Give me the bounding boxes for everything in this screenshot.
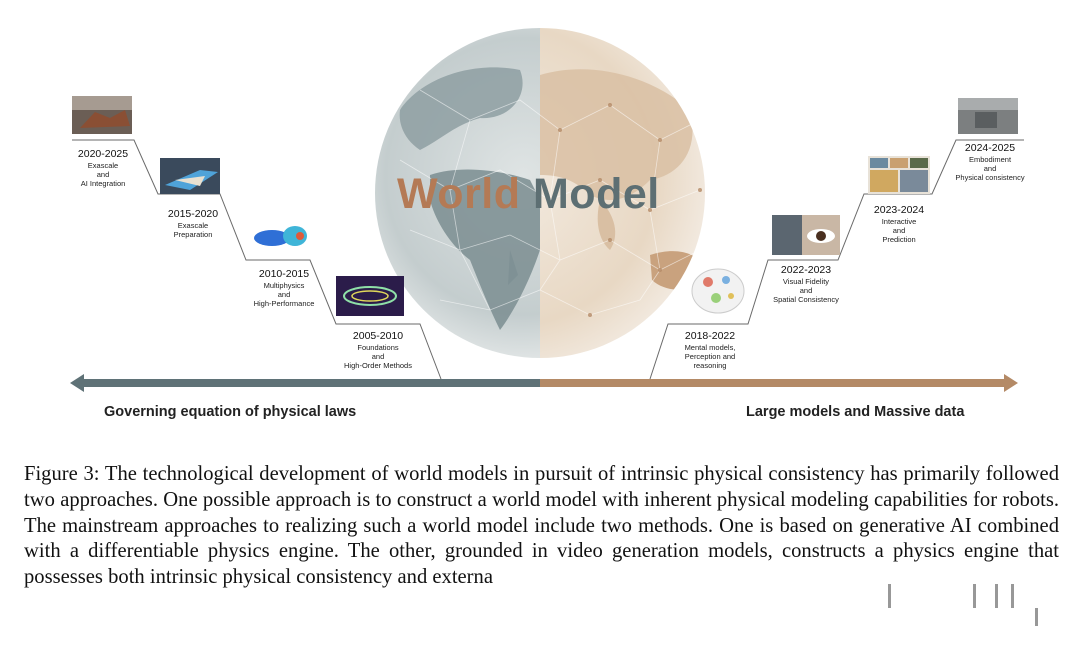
milestone-desc: Exascale and AI Integration bbox=[80, 160, 126, 188]
milestone-desc: Foundations and High-Order Methods bbox=[344, 342, 412, 370]
right-arrow-shaft bbox=[540, 379, 1006, 387]
left-arrow-head bbox=[70, 374, 84, 392]
milestone-2020-2025: 2020-2025 Exascale and AI Integration bbox=[58, 148, 148, 188]
center-title: World Model bbox=[397, 170, 660, 219]
milestone-desc: Mental models, Perception and reasoning bbox=[684, 342, 736, 370]
figure-graphics bbox=[70, 28, 1024, 392]
engine-simulation-image bbox=[252, 223, 312, 253]
world-model-figure: World Model 2020-2025 Exascale and AI In… bbox=[58, 28, 1040, 420]
milestone-2022-2023: 2022-2023 Visual Fidelity and Spatial Co… bbox=[758, 264, 854, 304]
aircraft-simulation-image bbox=[160, 158, 220, 194]
figure-caption: Figure 3: The technological development … bbox=[24, 463, 1059, 589]
milestone-2015-2020: 2015-2020 Exascale Preparation bbox=[148, 208, 238, 239]
milestone-year: 2022-2023 bbox=[780, 264, 832, 276]
right-step-line bbox=[649, 139, 1024, 380]
milestone-desc: Visual Fidelity and Spatial Consistency bbox=[773, 276, 839, 304]
right-approach-label: Large models and Massive data bbox=[746, 404, 965, 420]
eye-scene-image bbox=[772, 215, 840, 255]
center-title-left: World bbox=[397, 170, 521, 218]
left-step-line bbox=[72, 139, 442, 380]
milestone-year: 2023-2024 bbox=[873, 204, 925, 216]
robot-room-image bbox=[958, 98, 1018, 134]
robot-arm-image bbox=[72, 96, 132, 134]
milestone-year: 2020-2025 bbox=[77, 148, 129, 160]
milestone-desc: Interactive and Prediction bbox=[881, 216, 917, 244]
milestone-year: 2015-2020 bbox=[167, 208, 219, 220]
right-arrow-head bbox=[1004, 374, 1018, 392]
video-frames-image bbox=[868, 156, 930, 194]
milestone-year: 2024-2025 bbox=[964, 142, 1016, 154]
milestone-desc: Embodiment and Physical consistency bbox=[955, 154, 1025, 182]
left-arrow-shaft bbox=[82, 379, 540, 387]
left-approach-label: Governing equation of physical laws bbox=[104, 404, 357, 420]
milestone-year: 2010-2015 bbox=[258, 268, 310, 280]
milestone-desc: Exascale Preparation bbox=[173, 220, 213, 239]
flow-field-image bbox=[336, 276, 404, 316]
milestone-year: 2018-2022 bbox=[684, 330, 736, 342]
redaction-overlay bbox=[823, 578, 1080, 638]
milestone-2005-2010: 2005-2010 Foundations and High-Order Met… bbox=[328, 330, 428, 370]
milestone-year: 2005-2010 bbox=[352, 330, 404, 342]
left-thumbnails bbox=[72, 96, 404, 316]
center-title-right: Model bbox=[532, 170, 660, 218]
milestone-2018-2022: 2018-2022 Mental models, Perception and … bbox=[662, 330, 758, 370]
right-thumbnails bbox=[691, 98, 1018, 314]
timeline-arrow bbox=[70, 374, 1018, 392]
milestone-2023-2024: 2023-2024 Interactive and Prediction bbox=[854, 204, 944, 244]
milestone-2024-2025: 2024-2025 Embodiment and Physical consis… bbox=[940, 142, 1040, 182]
milestone-desc: Multiphysics and High-Performance bbox=[253, 280, 315, 308]
milestone-2010-2015: 2010-2015 Multiphysics and High-Performa… bbox=[236, 268, 332, 308]
mind-map-image bbox=[691, 268, 745, 314]
